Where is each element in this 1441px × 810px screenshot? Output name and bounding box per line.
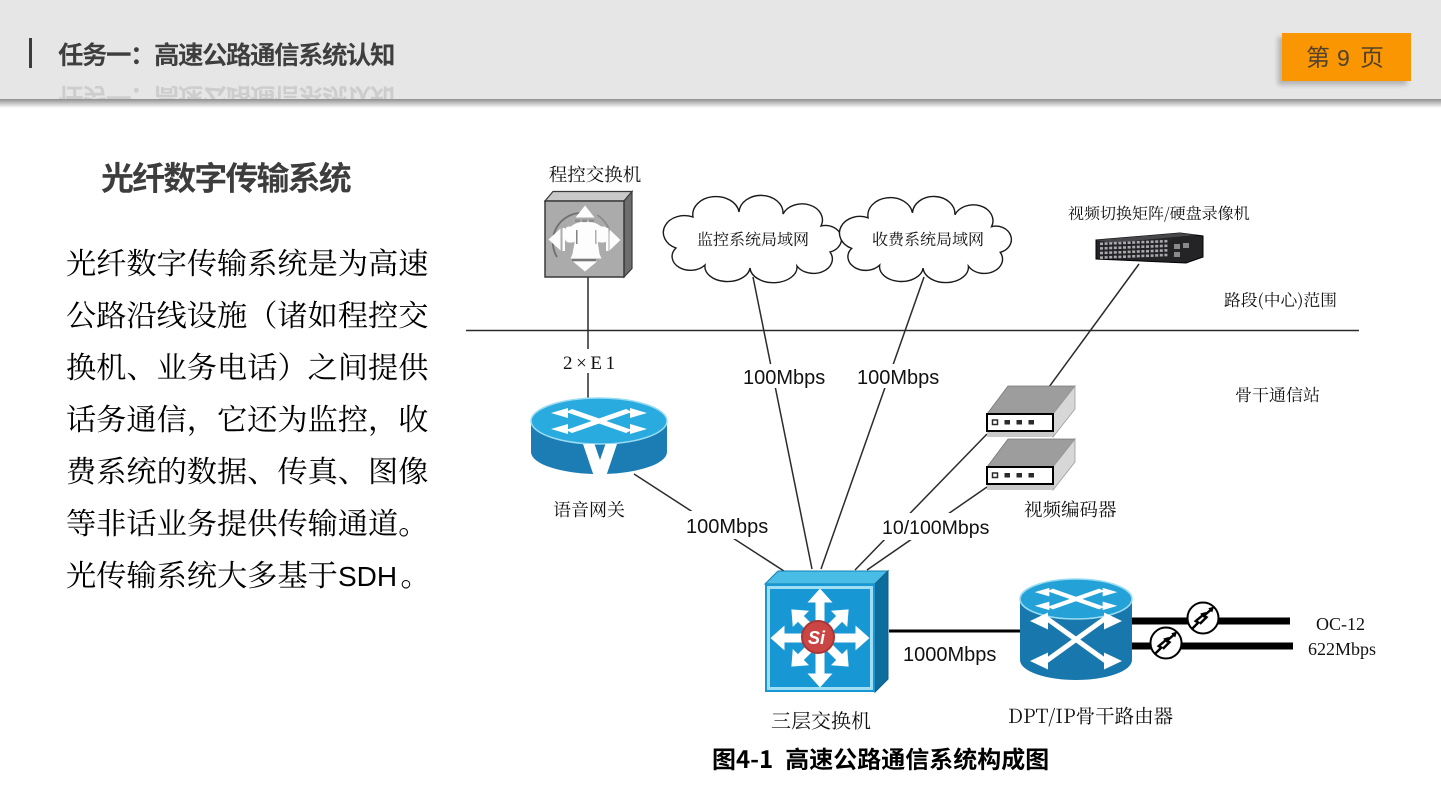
svg-text:OC-12: OC-12: [1316, 614, 1365, 634]
svg-text:2×E1: 2×E1: [563, 353, 619, 374]
svg-text:100Mbps: 100Mbps: [743, 367, 825, 389]
svg-text:100Mbps: 100Mbps: [686, 516, 768, 538]
svg-text:1000Mbps: 1000Mbps: [903, 644, 996, 666]
svg-text:622Mbps: 622Mbps: [1308, 639, 1376, 659]
svg-text:100Mbps: 100Mbps: [857, 367, 939, 389]
svg-text:9: 9: [1337, 45, 1350, 71]
svg-text:SDH: SDH: [338, 561, 397, 592]
svg-text:10/100Mbps: 10/100Mbps: [882, 517, 990, 539]
svg-text:Si: Si: [808, 628, 826, 648]
